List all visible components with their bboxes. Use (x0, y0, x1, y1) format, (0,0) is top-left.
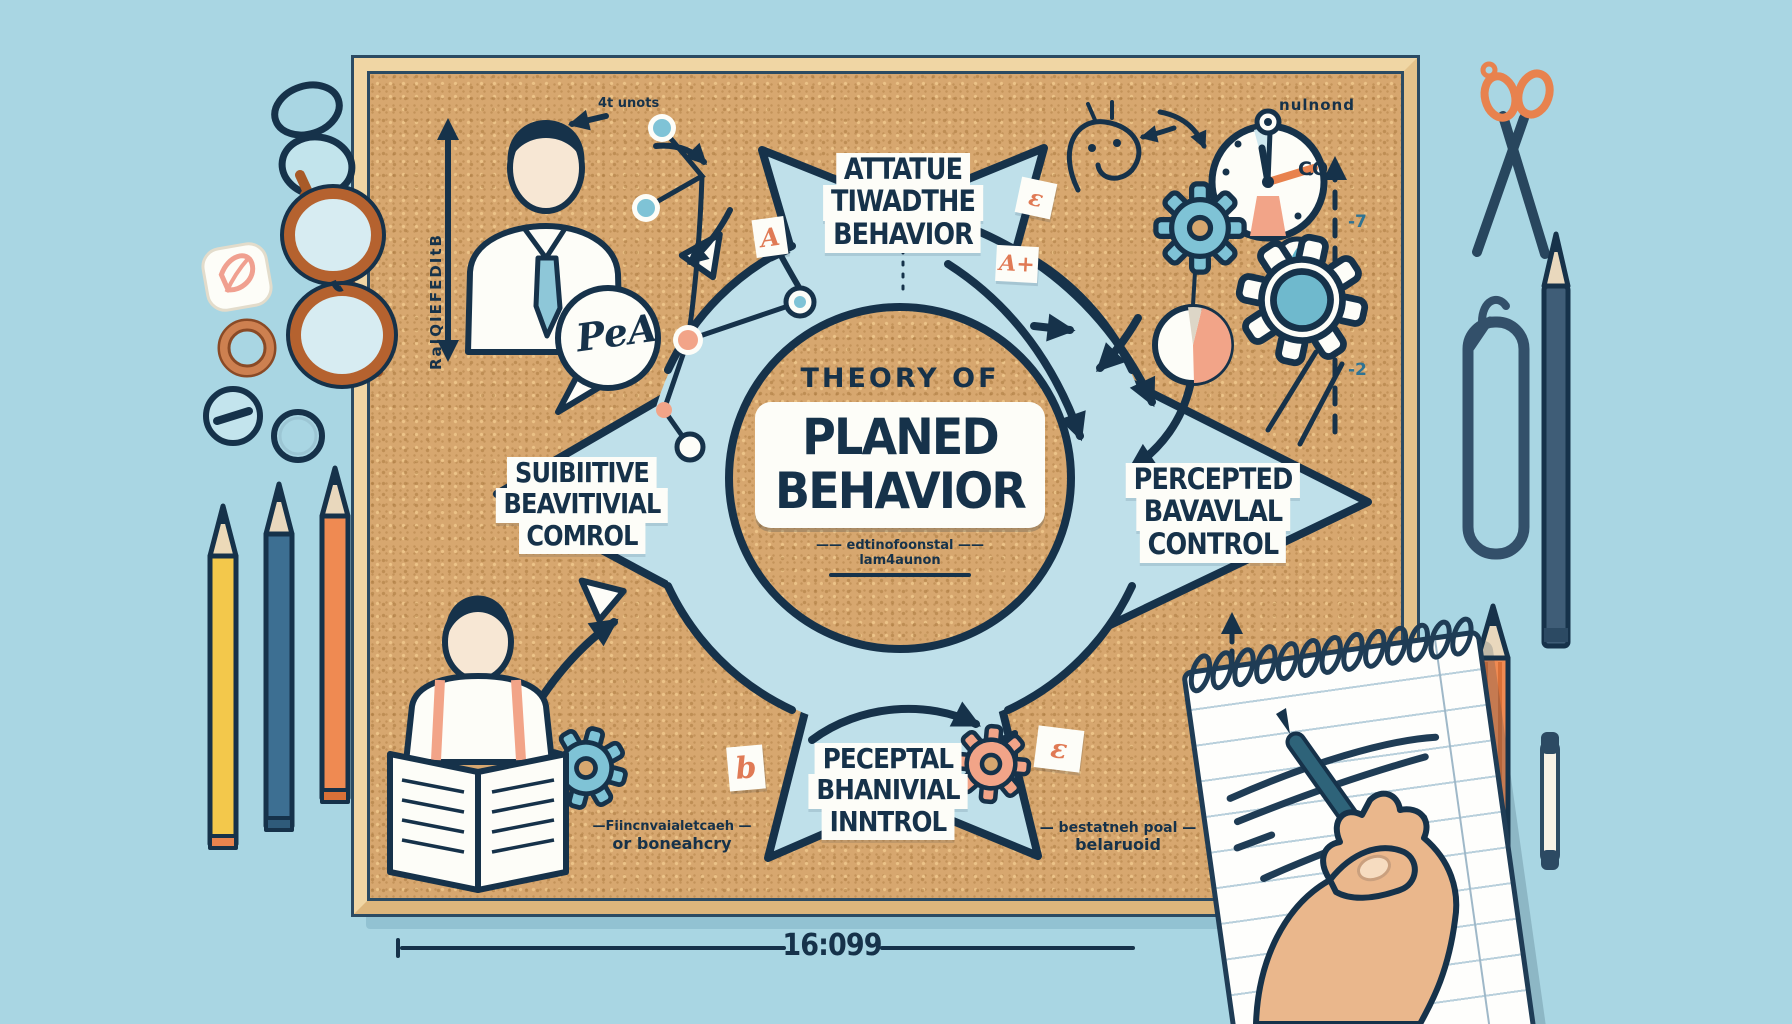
button (203, 386, 263, 446)
letter-chip-b: b (726, 744, 766, 792)
node-subjective-line3: COMROL (518, 519, 646, 555)
board-shadow (366, 912, 1410, 929)
diagram-subtext-1: —— edtinofoonstal —— (816, 538, 984, 553)
dark-pencil (1541, 231, 1571, 649)
note-left: —Fiincnvaialetcaeh — or boneahcry (592, 819, 752, 853)
vertical-measure-arrow (437, 118, 459, 362)
eyeglasses (280, 170, 398, 389)
node-perceived-line2: BAVAVLAL (1135, 495, 1291, 531)
clock-caption: nulnond (1279, 96, 1355, 114)
node-attitude-line1: ATTATUE (835, 153, 971, 189)
interlocked-rings (271, 81, 356, 199)
face-doodle (1066, 100, 1142, 193)
dimension-label: 16:099 (782, 928, 882, 963)
diagram-eyebrow: THEORY OF (800, 363, 1000, 394)
center-circle: THEORY OF PLANED BEHAVIOR —— edtinofoons… (725, 303, 1075, 653)
diagram-title-box: PLANED BEHAVIOR (755, 402, 1045, 528)
gear-teal-top (1156, 184, 1244, 272)
node-perceived-line1: PERCEPTED (1125, 463, 1301, 499)
node-behavioral-line1: PECEPTAL (814, 743, 962, 778)
clock (1208, 108, 1328, 242)
note-right: — bestatneh poal — belaruoid (1040, 820, 1197, 854)
node-perceived-line3: CONTROL (1139, 527, 1287, 564)
gear-white-big (1227, 225, 1376, 374)
notepad-spiral (1188, 616, 1474, 694)
copper-ring (217, 318, 277, 378)
dimension-line-left (400, 946, 786, 950)
dash-note-1: -7 (1348, 212, 1367, 232)
node-attitude: ATTATUE TIWADTHE BEHAVIOR (823, 153, 983, 254)
dimension-tick-left (396, 938, 400, 958)
node-attitude-line2: TIWADTHE (823, 185, 983, 221)
speech-bubble (555, 285, 661, 415)
notepad-scribbles (1226, 733, 1440, 883)
curved-arrows (536, 109, 1207, 744)
node-attitude-line3: BEHAVIOR (825, 217, 981, 254)
vertical-side-label: RaIQIEFEDItB (427, 233, 445, 370)
orange-pencil-left (319, 465, 351, 804)
letter-chip-a-plus: A+ (995, 244, 1039, 284)
diagram-title-line2: BEHAVIOR (774, 462, 1027, 520)
dimension-line-right (880, 946, 1135, 950)
spiral-notepad (1180, 616, 1538, 1024)
units-label: 4t unots (598, 96, 660, 111)
diagram-subtext-2: lam4aunon (859, 553, 941, 568)
note-right-line2: belaruoid (1075, 835, 1161, 855)
node-subjective-norm: SUIBIITIVE BEAVITIVIAL COMROL (495, 457, 669, 555)
clock-co-label: CO (1298, 158, 1329, 180)
dash-note-2: -2 (1348, 360, 1367, 380)
scissors (1472, 61, 1554, 259)
node-subjective-line1: SUIBIITIVE (507, 457, 657, 492)
pie-chart (1152, 271, 1234, 386)
network-doodle (632, 114, 817, 463)
node-perceived-control: PERCEPTED BAVAVLAL CONTROL (1125, 463, 1301, 564)
white-pen (1540, 732, 1560, 870)
thin-ring (271, 409, 325, 463)
blue-pencil (263, 481, 295, 832)
note-left-line1: —Fiincnvaialetcaeh — (592, 819, 752, 834)
letter-chip-a: A (751, 215, 789, 259)
node-behavioral-line3: INNTROL (821, 805, 955, 841)
person-with-book (387, 595, 569, 893)
note-right-line1: — bestatneh poal — (1039, 820, 1197, 836)
note-left-line2: or boneahcry (612, 833, 732, 853)
eraser-with-leaf-doodle (201, 242, 273, 312)
node-behavioral-control: PECEPTAL BHANIVIAL INNTROL (808, 743, 968, 841)
letter-chip-e-top: ε (1014, 176, 1058, 220)
yellow-pencil (207, 503, 239, 850)
node-subjective-line2: BEAVITIVIAL (495, 488, 669, 523)
diagram-underline (829, 573, 971, 577)
letter-chip-e-bottom: ε (1033, 725, 1085, 773)
diagram-title-line1: PLANED (802, 408, 1000, 466)
gear-orange-bottom (950, 723, 1032, 805)
carabiner-clip (1462, 296, 1530, 560)
node-behavioral-line2: BHANIVIAL (808, 774, 968, 809)
